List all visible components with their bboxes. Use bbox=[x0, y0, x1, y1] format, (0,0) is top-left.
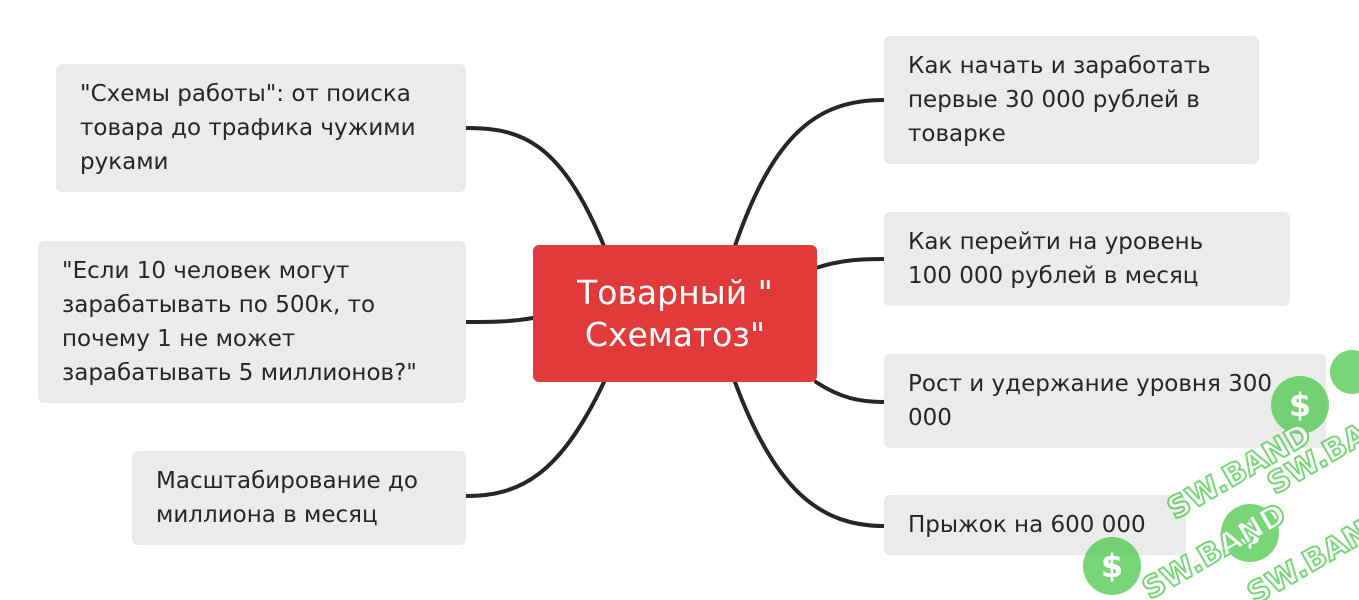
topic-ten-people-question[interactable]: "Если 10 человек могут зарабатывать по 5… bbox=[38, 241, 466, 403]
connector-left-2 bbox=[464, 316, 535, 324]
connector-right-1 bbox=[733, 98, 886, 248]
connector-right-4 bbox=[733, 380, 886, 528]
central-topic[interactable]: Товарный " Схематоз" bbox=[533, 245, 817, 382]
connector-right-2 bbox=[814, 257, 886, 270]
connector-left-3 bbox=[464, 380, 606, 498]
topic-first-30000[interactable]: Как начать и заработать первые 30 000 ру… bbox=[884, 36, 1259, 164]
topic-level-100000[interactable]: Как перейти на уровень 100 000 рублей в … bbox=[884, 212, 1290, 306]
connector-right-3 bbox=[814, 380, 886, 404]
topic-jump-600000[interactable]: Прыжок на 600 000 bbox=[884, 495, 1186, 555]
topic-work-schemes[interactable]: "Схемы работы": от поиска товара до траф… bbox=[56, 64, 466, 192]
topic-level-300000[interactable]: Рост и удержание уровня 300 000 bbox=[884, 354, 1326, 448]
connector-left-1 bbox=[464, 126, 606, 248]
topic-scaling-million[interactable]: Масштабирование до миллиона в месяц bbox=[132, 451, 466, 545]
